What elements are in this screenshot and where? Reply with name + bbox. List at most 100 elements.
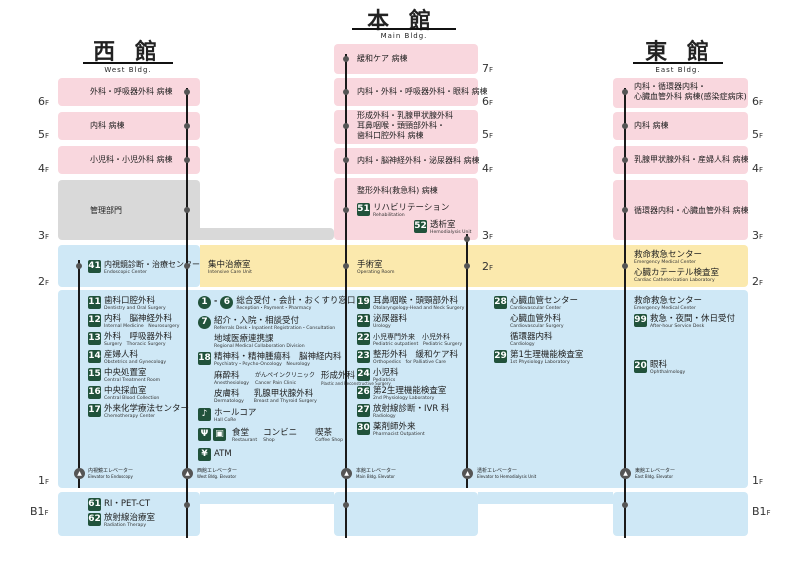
- cardio-label: 心臓血管センター: [510, 296, 579, 306]
- elevator-line-west: [186, 88, 188, 538]
- atm-icon: ¥: [198, 448, 211, 461]
- item-label: 小児専門外来 小児外科: [373, 333, 450, 341]
- floor-label-5f-right: 5F: [752, 128, 764, 141]
- main-3f-rehab: 51 リハビリテーション Rehabilitation: [357, 203, 449, 219]
- cardio-number: 28: [494, 296, 507, 309]
- pain-clinic-sub: Cancer Pain Clinic: [255, 381, 297, 386]
- west-3f-block: [58, 180, 200, 240]
- floor-label-2f-left: 2F: [38, 275, 50, 288]
- main-title-underline: [352, 28, 456, 30]
- shop-sub: Shop: [263, 438, 275, 443]
- endoscopy-sub: Endoscopic Center: [104, 270, 147, 275]
- stop-dot: [184, 263, 190, 269]
- elevator-icon: ▲: [182, 468, 193, 479]
- main-bldg-title: 本 館: [367, 9, 437, 34]
- item-sub: Internal Medicine Neurosurgery: [104, 324, 180, 329]
- floor-label-5f-left: 5F: [38, 128, 50, 141]
- shop-label: コンビニ: [263, 428, 298, 438]
- east-2f-cath-label: 心臓カテーテル検査室: [634, 268, 720, 278]
- afterhours-label: 救急・夜間・休日受付: [650, 314, 736, 324]
- stop-dot: [622, 207, 628, 213]
- elevator-label: 内視鏡エレベーター: [88, 468, 134, 474]
- item-sub: 2nd Physiology Laboratory: [373, 396, 435, 401]
- east-2f-labels: 救命救急センター Emergency Medical Center 心臓カテーテ…: [634, 250, 719, 284]
- item-label: 泌尿器科: [373, 314, 408, 324]
- item-label: 小児科: [373, 368, 399, 378]
- main-6f-block: [334, 78, 478, 106]
- item-number: 11: [88, 296, 101, 309]
- stop-dot: [622, 157, 628, 163]
- elevator-sub: Elevator to Endoscopy: [88, 474, 133, 479]
- icu-label: 集中治療室: [208, 260, 251, 270]
- item-sub: Dentistry and Oral Surgery: [104, 306, 166, 311]
- west-6f-label: 外科・呼吸器外科 病棟: [90, 87, 173, 96]
- breast-label: 乳腺甲状腺外科: [253, 389, 314, 399]
- east-6f-block: [613, 78, 748, 108]
- floor-label-1f-left: 1F: [38, 474, 50, 487]
- cardio-surgery-sub: Cardiovascular Surgery: [510, 324, 564, 329]
- floor-label-3f-left: 3F: [38, 229, 50, 242]
- elevator-sub: West Bldg. Elevator: [197, 474, 237, 479]
- main-7f-block: [334, 44, 478, 74]
- item-label: 中央処置室: [104, 368, 147, 378]
- east-6f-line2: 心臓血管外科 病棟(感染症病床): [634, 92, 747, 101]
- west-4f-block: [58, 146, 200, 174]
- main-b1-block: [334, 492, 478, 536]
- elevator-sub: Main Bldg. Elevator: [356, 474, 395, 479]
- elevator-line-east: [624, 88, 626, 538]
- item-number: 26: [357, 386, 370, 399]
- psych-label: 精神科・精神腫瘍科 脳神経内科: [214, 352, 342, 362]
- west-4f-label: 小児科・小児外科 病棟: [90, 155, 173, 164]
- main-5f-line2: 耳鼻咽喉・頭頸部外科・: [357, 121, 445, 130]
- main-4f-label: 内科・脳神経外科・泌尿器科 病棟: [357, 156, 480, 165]
- item-number: 23: [357, 350, 370, 363]
- item-number: 21: [357, 314, 370, 327]
- reception-dash: -: [214, 296, 218, 305]
- stop-dot: [343, 263, 349, 269]
- reception-label: 総合受付・会計・おくすり窓口: [236, 296, 356, 306]
- item-sub: Urology: [373, 324, 391, 329]
- elevator-icon: ▲: [341, 468, 352, 479]
- hall-sub: Hall CoRe: [214, 418, 237, 423]
- hall-row: ♪ ホールコア Hall CoRe: [198, 408, 256, 424]
- floor-label-3f-main: 3F: [482, 229, 494, 242]
- regional-label: 地域医療連携課: [214, 334, 274, 344]
- referral-number: 7: [198, 316, 211, 329]
- psych-sub: Psychiatry・Psycho-Oncology Neurology: [214, 362, 310, 367]
- endoscopy-number: 41: [88, 260, 101, 273]
- dialysis-label: 透析室: [430, 220, 456, 230]
- item-label: 産婦人科: [104, 350, 139, 360]
- main-3f-dialysis: 52 透析室 Hemodialysis Unit: [414, 220, 471, 236]
- center-b1-block: [200, 492, 334, 504]
- stop-dot: [464, 263, 470, 269]
- reception-row: 1 - 6 総合受付・会計・おくすり窓口 Reception・Payment・P…: [198, 296, 355, 312]
- item-sub: Surgery Thoracic Surgery: [104, 342, 166, 347]
- west-3f-connector: [196, 228, 334, 240]
- coffee-sub: Coffee Shop: [315, 438, 344, 443]
- floor-label-b1-left: B1F: [30, 505, 49, 518]
- east-bldg-title: 東 館: [645, 40, 715, 65]
- floor-label-4f-left: 4F: [38, 162, 50, 175]
- main-5f-labels: 形成外科・乳腺甲状腺外科 耳鼻咽喉・頭頸部外科・ 歯科口腔外科 病棟: [357, 111, 453, 141]
- item-label: 整形外科 緩和ケア科: [373, 350, 459, 360]
- stop-dot: [622, 123, 628, 129]
- rehab-number: 51: [357, 203, 370, 216]
- elevator-label: 東館エレベーター: [635, 468, 676, 474]
- icu-sub: Intensive Care Unit: [208, 270, 252, 275]
- west-title-underline: [83, 62, 173, 64]
- item-number: 14: [88, 350, 101, 363]
- endoscopy-label: 内視鏡診断・治療センター: [104, 260, 200, 269]
- elevator-icon: ▲: [462, 468, 473, 479]
- item-number: 15: [88, 368, 101, 381]
- elevator-west: 西館エレベーター West Bldg. Elevator: [197, 468, 237, 480]
